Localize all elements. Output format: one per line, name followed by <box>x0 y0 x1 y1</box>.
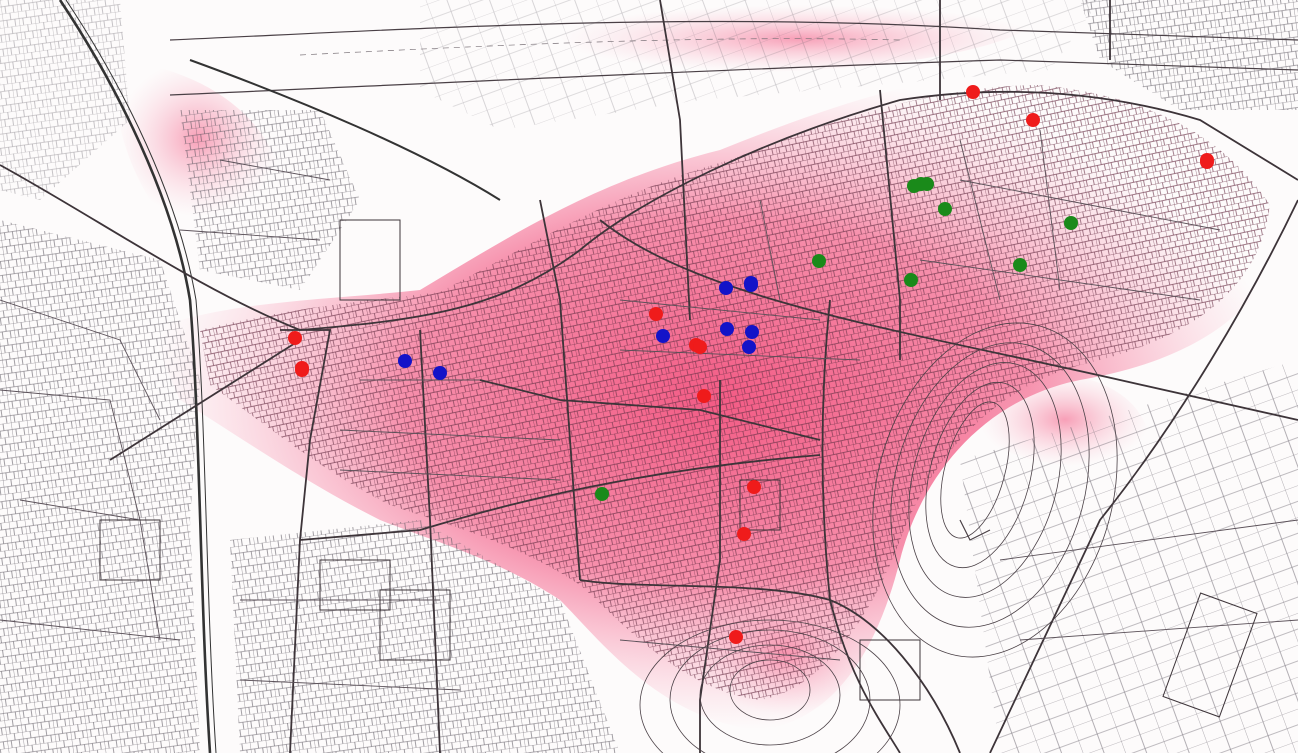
red-marker[interactable] <box>966 85 980 99</box>
red-marker[interactable] <box>649 307 663 321</box>
green-marker[interactable] <box>595 487 609 501</box>
green-marker[interactable] <box>904 273 918 287</box>
blue-marker[interactable] <box>744 278 758 292</box>
red-marker[interactable] <box>288 331 302 345</box>
red-marker[interactable] <box>737 527 751 541</box>
green-marker[interactable] <box>1064 216 1078 230</box>
poi-markers <box>288 85 1214 644</box>
green-marker[interactable] <box>938 202 952 216</box>
field-grid <box>420 0 1298 753</box>
red-marker[interactable] <box>729 630 743 644</box>
red-marker[interactable] <box>295 361 309 375</box>
blue-marker[interactable] <box>720 322 734 336</box>
minor-roads <box>0 129 1298 691</box>
red-marker[interactable] <box>1026 113 1040 127</box>
blue-marker[interactable] <box>398 354 412 368</box>
city-blocks <box>200 85 1270 700</box>
blue-marker[interactable] <box>656 329 670 343</box>
facilities <box>99 219 1258 718</box>
blue-marker[interactable] <box>719 281 733 295</box>
blue-marker[interactable] <box>433 366 447 380</box>
green-marker[interactable] <box>914 177 928 191</box>
green-marker[interactable] <box>1013 258 1027 272</box>
green-marker[interactable] <box>812 254 826 268</box>
red-marker[interactable] <box>1200 155 1214 169</box>
river <box>169 20 1298 96</box>
blue-marker[interactable] <box>745 325 759 339</box>
red-marker[interactable] <box>693 340 707 354</box>
red-marker[interactable] <box>697 389 711 403</box>
railway <box>58 0 501 753</box>
red-marker[interactable] <box>747 480 761 494</box>
blue-marker[interactable] <box>742 340 756 354</box>
